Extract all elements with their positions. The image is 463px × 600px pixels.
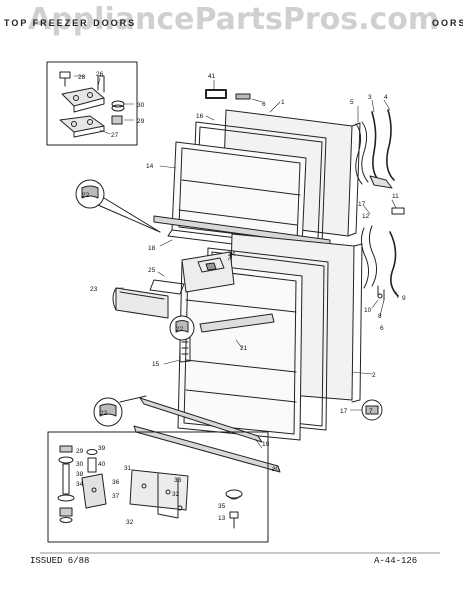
callout-18: 18 (148, 245, 156, 252)
callout-38: 38 (76, 471, 84, 478)
top-hinge-assembly (59, 71, 125, 138)
callout-41: 41 (208, 73, 216, 80)
inset-bottom-hinge-frame (47, 431, 269, 543)
callout-39: 39 (98, 445, 106, 452)
issued-date: ISSUED 6/88 (30, 556, 90, 566)
callout-7: 7 (369, 408, 373, 415)
leader-lines (73, 75, 399, 471)
callout-15: 15 (152, 361, 160, 368)
callout-34: 34 (76, 481, 84, 488)
callout-17-lower: 17 (340, 408, 348, 415)
watermark: AppliancePartsPros.com (28, 2, 440, 37)
callout-13: 13 (218, 515, 226, 522)
callout-10: 10 (364, 307, 372, 314)
callout-40: 40 (98, 461, 106, 468)
callout-35: 35 (218, 503, 226, 510)
callout-labels: 28 26 30 29 27 41 6 1 16 14 18 5 3 4 11 … (76, 71, 406, 526)
callout-11: 11 (392, 193, 399, 200)
inset-top-hinge-frame (46, 61, 138, 146)
callout-29: 29 (137, 118, 145, 125)
bottom-hinge-assembly (57, 445, 243, 529)
callout-14: 14 (146, 163, 154, 170)
callout-26: 26 (96, 71, 104, 78)
page-header-right: OORS (432, 18, 463, 28)
callout-6: 6 (262, 101, 266, 108)
callout-20: 20 (272, 466, 280, 473)
callout-2: 2 (372, 372, 376, 379)
callout-12: 12 (362, 213, 370, 220)
page-header-title: TOP FREEZER DOORS (4, 18, 137, 28)
callout-25: 25 (148, 267, 156, 274)
callout-37: 37 (112, 493, 120, 500)
callout-22-bottom: 22 (100, 410, 108, 417)
callout-8: 8 (378, 313, 382, 320)
callout-22-middle: 22 (176, 326, 184, 333)
callout-23: 23 (90, 286, 98, 293)
callout-21: 21 (240, 345, 248, 352)
callout-27: 27 (111, 132, 119, 139)
refrigerator-door (133, 233, 363, 473)
detail-circle-right (361, 399, 383, 421)
callout-16: 16 (196, 113, 204, 120)
callout-1: 1 (281, 99, 285, 106)
callout-24: 24 (228, 251, 236, 258)
callout-19: 19 (262, 441, 270, 448)
callout-32-right: 32 (172, 491, 180, 498)
callout-4: 4 (384, 94, 388, 101)
callout-5: 5 (350, 99, 354, 106)
callout-3: 3 (368, 94, 372, 101)
callout-32-left: 32 (126, 519, 134, 526)
freezer-door (153, 89, 361, 253)
detail-circle-middle (169, 315, 195, 341)
callout-31: 31 (124, 465, 132, 472)
handle-hardware (355, 109, 405, 301)
callout-29-lower: 29 (76, 448, 84, 455)
callout-28: 28 (78, 74, 86, 81)
callout-17-upper: 17 (358, 201, 366, 208)
detail-circle-top (75, 179, 161, 233)
butter-compartment (112, 279, 185, 319)
callout-6b: 6 (380, 325, 384, 332)
callout-9: 9 (402, 295, 406, 302)
callout-30: 30 (137, 102, 145, 109)
diagram-code: A-44-126 (374, 556, 418, 566)
callout-33: 33 (174, 477, 182, 484)
callout-30-lower: 30 (76, 461, 84, 468)
callout-36: 36 (112, 479, 120, 486)
callout-22-top: 22 (82, 192, 90, 199)
detail-circle-bottom (93, 395, 147, 427)
